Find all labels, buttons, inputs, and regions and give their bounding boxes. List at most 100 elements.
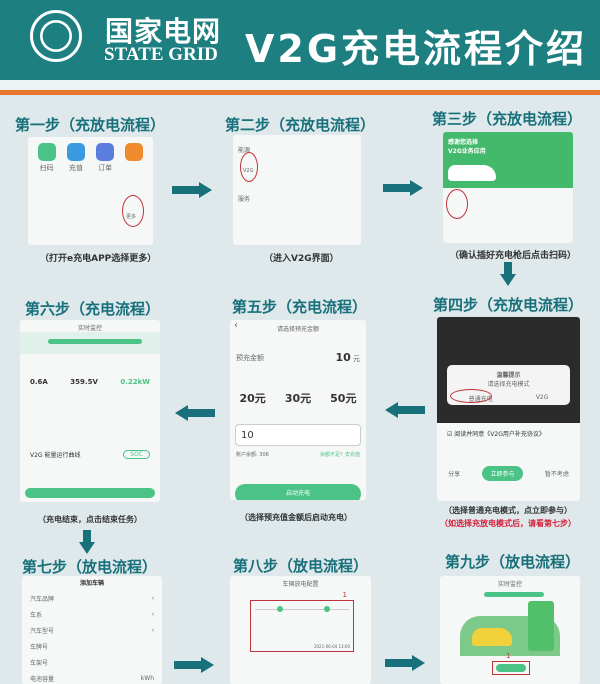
amount-option[interactable]: 30元 bbox=[284, 392, 312, 405]
field-label: 汽车型号 bbox=[30, 627, 55, 635]
decline-button[interactable]: 暂不考虑 bbox=[544, 471, 569, 478]
page-title: V2G充电流程介绍 bbox=[245, 27, 588, 71]
screen-header: 实时监控 bbox=[77, 325, 102, 332]
unit: kWh bbox=[140, 674, 154, 682]
step-4-note: （如选择充放电模式后，请看第七步） bbox=[440, 519, 576, 528]
orange-divider bbox=[0, 90, 600, 95]
dialog-subtitle: 请选择充电模式 bbox=[487, 381, 530, 388]
divider bbox=[0, 80, 600, 90]
start-charging-button[interactable]: 启动充电 bbox=[235, 484, 361, 500]
arrow-right-icon bbox=[385, 655, 425, 671]
form-row[interactable]: 汽车品牌› bbox=[30, 594, 154, 603]
form-row[interactable]: 电池容量 kWh bbox=[22, 670, 162, 684]
voltage-value: 359.5V bbox=[70, 378, 98, 386]
screen-header: 车辆放电配置 bbox=[282, 581, 319, 588]
soc-tab[interactable]: SOC bbox=[123, 450, 150, 459]
step-7-title: 第七步（放电流程） bbox=[22, 558, 158, 576]
step-2-screenshot: 能源 V2G 服务 bbox=[233, 135, 361, 245]
highlight-circle bbox=[446, 189, 468, 219]
slider-handle[interactable] bbox=[324, 606, 330, 612]
power-value: 0.22kW bbox=[120, 378, 150, 386]
charge-progress-bar bbox=[48, 339, 142, 344]
field-label: 电池容量 bbox=[30, 675, 55, 683]
recharge-link[interactable]: 余额不足？去充值 bbox=[319, 452, 360, 458]
arrow-down-icon bbox=[79, 530, 95, 554]
arrow-down-icon bbox=[500, 262, 516, 286]
step-4-caption: （选择普通充电模式，点立即参与） bbox=[444, 506, 572, 515]
charger-icon bbox=[528, 601, 554, 651]
step-3-title: 第三步（充放电流程） bbox=[432, 110, 583, 128]
amount-input[interactable]: 10 bbox=[235, 424, 361, 446]
highlight-box: 2021-06-04 13:00 bbox=[250, 600, 354, 652]
arrow-right-icon bbox=[174, 657, 214, 673]
step-4-screenshot: 温馨提示 请选择充电模式 普通充电 V2G ☑ 阅读并同意《V2G用户补充协议》… bbox=[437, 317, 580, 501]
agreement-checkbox[interactable]: ☑ 阅读并同意《V2G用户补充协议》 bbox=[447, 431, 545, 438]
arrow-left-icon bbox=[385, 402, 425, 418]
step-3-screenshot: 感谢您选择 V2G业务应用 bbox=[443, 132, 573, 243]
amount-option[interactable]: 50元 bbox=[330, 392, 357, 405]
charge-progress-bar bbox=[484, 592, 544, 597]
v2g-option[interactable]: V2G bbox=[535, 394, 549, 401]
step-9-title: 第九步（放电流程） bbox=[445, 553, 581, 571]
icon-label: 扫码 bbox=[39, 164, 54, 172]
step-5-caption: （选择预充值金额后启动充电） bbox=[240, 513, 352, 522]
form-row[interactable]: 车牌号 bbox=[22, 638, 162, 654]
unit: 元 bbox=[353, 355, 360, 363]
account-balance: 账户余额: 306 bbox=[236, 452, 269, 458]
header-banner bbox=[0, 0, 600, 80]
icon-label: 充值 bbox=[68, 164, 83, 172]
join-now-button[interactable]: 立即参与 bbox=[482, 466, 523, 481]
end-task-button[interactable] bbox=[25, 488, 155, 498]
back-icon[interactable]: ‹ bbox=[234, 320, 238, 331]
form-row[interactable]: 汽车型号› bbox=[30, 626, 154, 635]
state-grid-logo bbox=[30, 10, 82, 62]
recharge-icon bbox=[66, 143, 85, 161]
brand-name-en: STATE GRID bbox=[104, 44, 218, 65]
banner-line: 感谢您选择 bbox=[448, 139, 479, 146]
screen-header: 请选择预充金额 bbox=[276, 326, 319, 333]
annotation-number: 1 bbox=[342, 591, 347, 599]
slider-handle[interactable] bbox=[277, 606, 283, 612]
amount-option[interactable]: 20元 bbox=[239, 392, 266, 405]
step-9-screenshot: 实时监控 1 bbox=[440, 576, 580, 684]
current-value: 0.6A bbox=[30, 378, 48, 386]
car-icon bbox=[448, 165, 496, 181]
step-8-screenshot: 车辆放电配置 1 2021-06-04 13:00 bbox=[230, 576, 371, 684]
section-label: 能源 bbox=[238, 147, 251, 154]
share-button[interactable]: 分享 bbox=[448, 471, 461, 478]
arrow-left-icon bbox=[175, 405, 215, 421]
v2g-banner: 感谢您选择 V2G业务应用 bbox=[443, 132, 573, 188]
step-2-caption: （进入V2G界面） bbox=[264, 254, 339, 264]
step-1-caption: （打开e充电APP选择更多） bbox=[40, 254, 157, 264]
screen-header: 添加车辆 bbox=[79, 580, 104, 587]
highlight-circle bbox=[240, 152, 258, 182]
prepay-label: 预充金额 bbox=[236, 353, 264, 362]
order-icon bbox=[96, 143, 115, 161]
car-icon bbox=[472, 628, 512, 646]
step-1-screenshot: 扫码 充值 订单 更多 bbox=[28, 137, 153, 245]
step-6-screenshot: 实时监控 0.6A 359.5V 0.22kW V2G 能量运行曲线 SOC bbox=[20, 320, 160, 502]
step-6-title: 第六步（充电流程） bbox=[25, 300, 161, 318]
prepay-amount: 10 bbox=[335, 351, 351, 364]
start-discharge-button[interactable] bbox=[496, 664, 526, 672]
section-label: 服务 bbox=[238, 196, 251, 203]
step-8-title: 第八步（放电流程） bbox=[233, 557, 369, 575]
step-5-title: 第五步（充电流程） bbox=[232, 298, 368, 316]
arrow-right-icon bbox=[172, 182, 212, 198]
highlight-circle bbox=[122, 195, 144, 227]
step-7-screenshot: 添加车辆 汽车品牌› 车系› 汽车型号› 车牌号 车架号 电池容量 kWh bbox=[22, 576, 162, 684]
form-row[interactable]: 车系› bbox=[30, 610, 154, 619]
arrow-right-icon bbox=[383, 180, 423, 196]
field-label: 车系 bbox=[30, 611, 43, 619]
field-label: 汽车品牌 bbox=[30, 595, 55, 603]
step-6-caption: （充电结束，点击结束任务） bbox=[38, 515, 142, 524]
lightning-icon bbox=[125, 143, 144, 161]
form-row[interactable]: 车架号 bbox=[22, 654, 162, 670]
step-3-caption: （确认插好充电枪后点击扫码） bbox=[450, 251, 577, 261]
annotation-number: 1 bbox=[506, 652, 511, 660]
highlight-circle bbox=[450, 389, 492, 403]
chart-label: V2G 能量运行曲线 bbox=[30, 452, 81, 459]
icon-label: 订单 bbox=[98, 164, 113, 172]
step-1-title: 第一步（充放电流程） bbox=[15, 116, 166, 134]
field-label: 车牌号 bbox=[30, 643, 49, 651]
